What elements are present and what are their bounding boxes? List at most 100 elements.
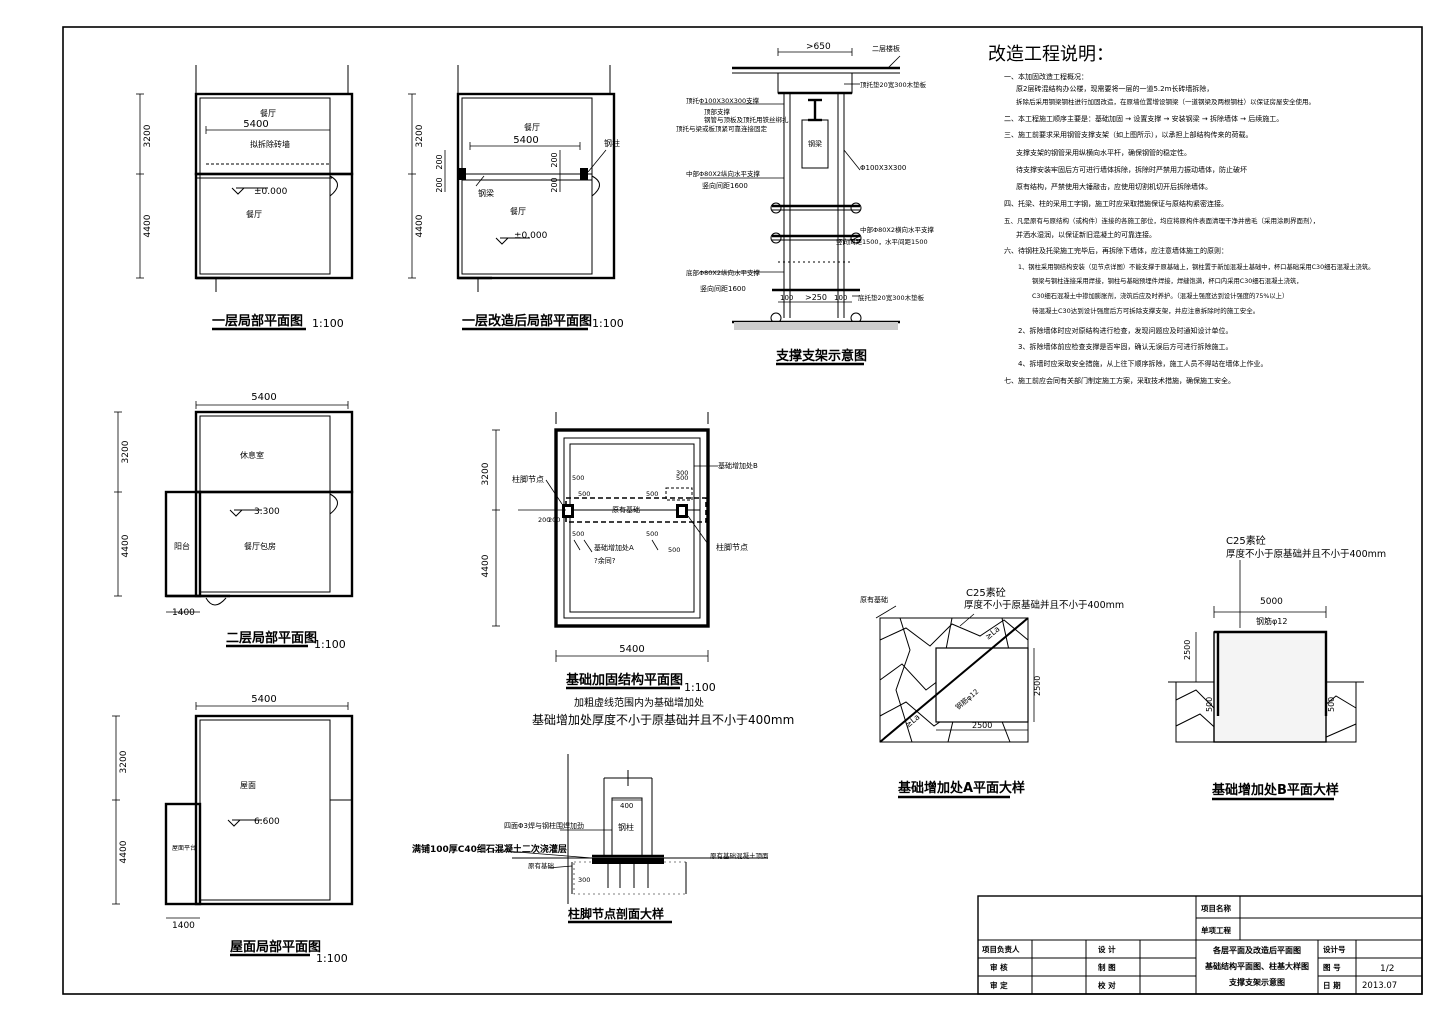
notes-title: 改造工程说明： xyxy=(988,44,1114,65)
notes-line-12: 六、待钢柱及托梁施工完毕后，再拆除下墙体，应注意墙体施工的原则： xyxy=(1004,246,1228,255)
support-right1: 顶托垫20宽300木垫板 xyxy=(860,80,927,89)
notes-line-19: 4、拆墙时应采取安全措施，从上往下顺序拆除，施工人员不得站在墙体上作业。 xyxy=(1018,359,1267,368)
p1-dim-top: 5400 xyxy=(243,119,268,130)
tb-drawing-no: 图 号 xyxy=(1323,963,1341,972)
p3-room-mid: 餐厅包房 xyxy=(244,541,276,551)
detA-title: 基础增加处A平面大样 xyxy=(897,780,1025,796)
plan-roof: 5400 3200 4400 1400 屋面 6.600 屋面平台 屋面局部平面… xyxy=(112,694,354,965)
p1-dim-4400: 4400 xyxy=(143,214,153,237)
plan-second-floor: 5400 3200 4400 1400 休息室 3.300 餐厅包房 阳台 二层… xyxy=(114,392,354,651)
fdn-dim-4400: 4400 xyxy=(481,554,491,577)
fdn-col-node-1: 柱脚节点 xyxy=(512,474,544,484)
p2-dim-200d: 200 xyxy=(550,177,559,192)
notes-line-8: 原有结构，严禁使用大锤敲击，应使用切割机切开后拆除墙体。 xyxy=(1016,182,1212,191)
colnode-title: 柱脚节点剖面大样 xyxy=(568,906,664,921)
detB-500b: 500 xyxy=(1327,697,1336,712)
notes-line-10: 五、凡是原有与原结构（或构件）连接的各施工部位，均应将原构件表面清理干净并凿毛（… xyxy=(1004,216,1319,225)
p4-dim-top: 5400 xyxy=(251,694,276,705)
notes-line-6: 支撑支架的钢管采用纵横向水平杆，确保钢管的稳定性。 xyxy=(1016,148,1191,157)
fdn-500a: 500 xyxy=(572,474,584,482)
p2-dim-200a: 200 xyxy=(435,154,444,169)
support-mid1: 中部Φ80X2纵向水平支撑 xyxy=(686,169,760,178)
column-node-section: 400 钢柱 四面Φ3焊与钢柱围焊加劲 满铺100厚C40细石混凝土二次浇灌层 … xyxy=(412,754,769,924)
detB-2500: 2500 xyxy=(1183,640,1192,660)
notes-line-14: 钢梁与钢柱连接采用焊接，钢柱与基础预埋件焊接，焊缝饱满，杯口内采用C30细石混凝… xyxy=(1032,276,1303,285)
notes-line-16: 待混凝土C30达到设计强度后方可拆除支撑支架，并应注意拆除时的施工安全。 xyxy=(1032,306,1259,315)
tb-dwg-name-3: 支撑支架示意图 xyxy=(1228,977,1285,987)
tb-draw: 制 图 xyxy=(1098,962,1116,972)
detB-thick: 厚度不小于原基础并且不小于400mm xyxy=(1226,548,1386,560)
notes-line-3: 拆除后采用钢梁钢柱进行加固改造，在原墙位置增设钢梁（一道钢梁及两根钢柱）以保证房… xyxy=(1016,97,1315,106)
detail-b: C25素砼 厚度不小于原基础并且不小于400mm 5000 钢筋φ12 2500… xyxy=(1168,534,1386,801)
notes-line-13: 1、钢柱采用钢结构安装（见节点详图）不能支撑于原基础上，钢柱置于新加混凝土基础中… xyxy=(1018,262,1374,271)
p3-dim-3200: 3200 xyxy=(121,440,131,463)
p3-title: 二层局部平面图 xyxy=(226,630,317,646)
notes-line-17: 2、拆除墙体时应对原结构进行检查，发现问题应及时通知设计单位。 xyxy=(1018,326,1232,335)
p4-room: 屋面 xyxy=(240,781,256,790)
colnode-a: 四面Φ3焊与钢柱围焊加劲 xyxy=(504,821,584,830)
sheet-border xyxy=(62,26,1423,995)
detA-la2: ≥La xyxy=(904,712,922,729)
support-frame-diagram: >650 二层楼板 顶托Φ100X30X300支撑 顶部支撑 钢管与顶板及顶托用… xyxy=(676,42,934,366)
p1-dim-3200: 3200 xyxy=(143,124,153,147)
detA-2500b: 2500 xyxy=(1033,676,1042,696)
p4-dim-3200: 3200 xyxy=(119,750,129,773)
support-bot2: 竖向间距1600 xyxy=(700,284,746,293)
fdn-500f: 500 xyxy=(646,530,658,538)
fdn-note2: 基础增加处厚度不小于原基础并且不小于400mm xyxy=(532,712,794,727)
fdn-add-a: 基础增加处A xyxy=(594,543,634,552)
colnode-b: 满铺100厚C40细石混凝土二次浇灌层 xyxy=(412,843,567,855)
fdn-500e: 500 xyxy=(572,530,584,538)
p2-dim-4400: 4400 xyxy=(415,214,425,237)
title-block: 项目名称 单项工程 项目负责人 设 计 审 核 制 图 审 定 校 对 各层平面… xyxy=(977,895,1423,995)
detA-orig: 原有基础 xyxy=(860,595,888,604)
notes-line-4: 二、本工程施工顺序主要是：基础加固 → 设置支撑 → 安装钢梁 → 拆除墙体 →… xyxy=(1004,114,1283,123)
detA-c25: C25素砼 xyxy=(966,586,1006,599)
p2-dim-3200: 3200 xyxy=(415,124,425,147)
support-note3: 顶托与梁或板顶紧可靠连接固定 xyxy=(676,124,768,133)
support-mid3: 中部Φ80X2横向水平支撑 xyxy=(860,225,934,234)
tb-date: 日 期 xyxy=(1323,980,1341,990)
foundation-plan: 3200 4400 5400 柱脚节点 柱脚节点 基础增加处B 基础增加处A ?… xyxy=(481,412,794,727)
fdn-col-node-2: 柱脚节点 xyxy=(716,542,748,552)
tb-design-no: 设计号 xyxy=(1323,944,1346,954)
tb-sub-proj: 单项工程 xyxy=(1201,925,1231,935)
detB-bar: 钢筋φ12 xyxy=(1256,616,1287,626)
support-dim-100b: 100 xyxy=(834,294,847,302)
support-floor-slab: 二层楼板 xyxy=(872,44,900,53)
p2-room-bot: 餐厅 xyxy=(510,207,526,216)
p1-room-bot: 餐厅 xyxy=(246,210,262,219)
tb-date-val: 2013.07 xyxy=(1362,981,1397,991)
p1-wall-label: 拟拆除砖墙 xyxy=(250,139,290,149)
plan-first-floor: 5400 3200 4400 餐厅 拟拆除砖墙 ±0.000 餐厅 一层局部平面… xyxy=(136,65,354,331)
tb-design: 设 计 xyxy=(1098,944,1116,954)
notes-line-9: 四、托梁、柱的采用工字钢，施工时应采取措施保证与原结构紧密连接。 xyxy=(1004,199,1228,208)
detB-500a: 500 xyxy=(1205,697,1214,712)
notes-line-20: 七、施工前应会同有关部门制定施工方案，采取技术措施，确保施工安全。 xyxy=(1004,376,1235,385)
support-bot3: 底托垫20宽300木垫板 xyxy=(858,293,925,302)
detB-title: 基础增加处B平面大样 xyxy=(1211,782,1339,798)
fdn-300: 300 xyxy=(676,469,688,477)
p2-col-label: 钢柱 xyxy=(604,138,620,148)
support-dim-bot: >250 xyxy=(805,293,827,302)
p3-dim-4400: 4400 xyxy=(121,534,131,557)
p4-scale: 1:100 xyxy=(316,952,348,965)
p3-scale: 1:100 xyxy=(314,638,346,651)
detA-2500: 2500 xyxy=(972,721,992,730)
support-pipe: Φ100X3X300 xyxy=(860,164,906,172)
p3-level: 3.300 xyxy=(254,507,280,517)
fdn-note1: 加粗虚线范围内为基础增加处 xyxy=(574,696,704,709)
p1-title: 一层局部平面图 xyxy=(212,313,303,329)
p2-dim-200b: 200 xyxy=(435,177,444,192)
fdn-q: ?余同? xyxy=(594,556,616,565)
fdn-500b: 500 xyxy=(578,490,590,498)
detail-a: 原有基础 C25素砼 厚度不小于原基础并且不小于400mm ≥La ≥La 钢筋… xyxy=(860,586,1124,799)
p1-scale: 1:100 xyxy=(312,317,344,330)
plan-first-floor-after: 5400 3200 4400 200 200 200 200 餐厅 钢柱 钢梁 … xyxy=(408,65,624,331)
detA-la: ≥La xyxy=(984,624,1002,641)
notes-line-5: 三、施工前要求采用钢管支撑支架（如上图所示），以承担上部结构传来的荷载。 xyxy=(1004,130,1253,139)
detB-c25: C25素砼 xyxy=(1226,534,1266,547)
tb-proj-name: 项目名称 xyxy=(1201,903,1231,913)
fdn-500d: 500 xyxy=(676,474,688,482)
